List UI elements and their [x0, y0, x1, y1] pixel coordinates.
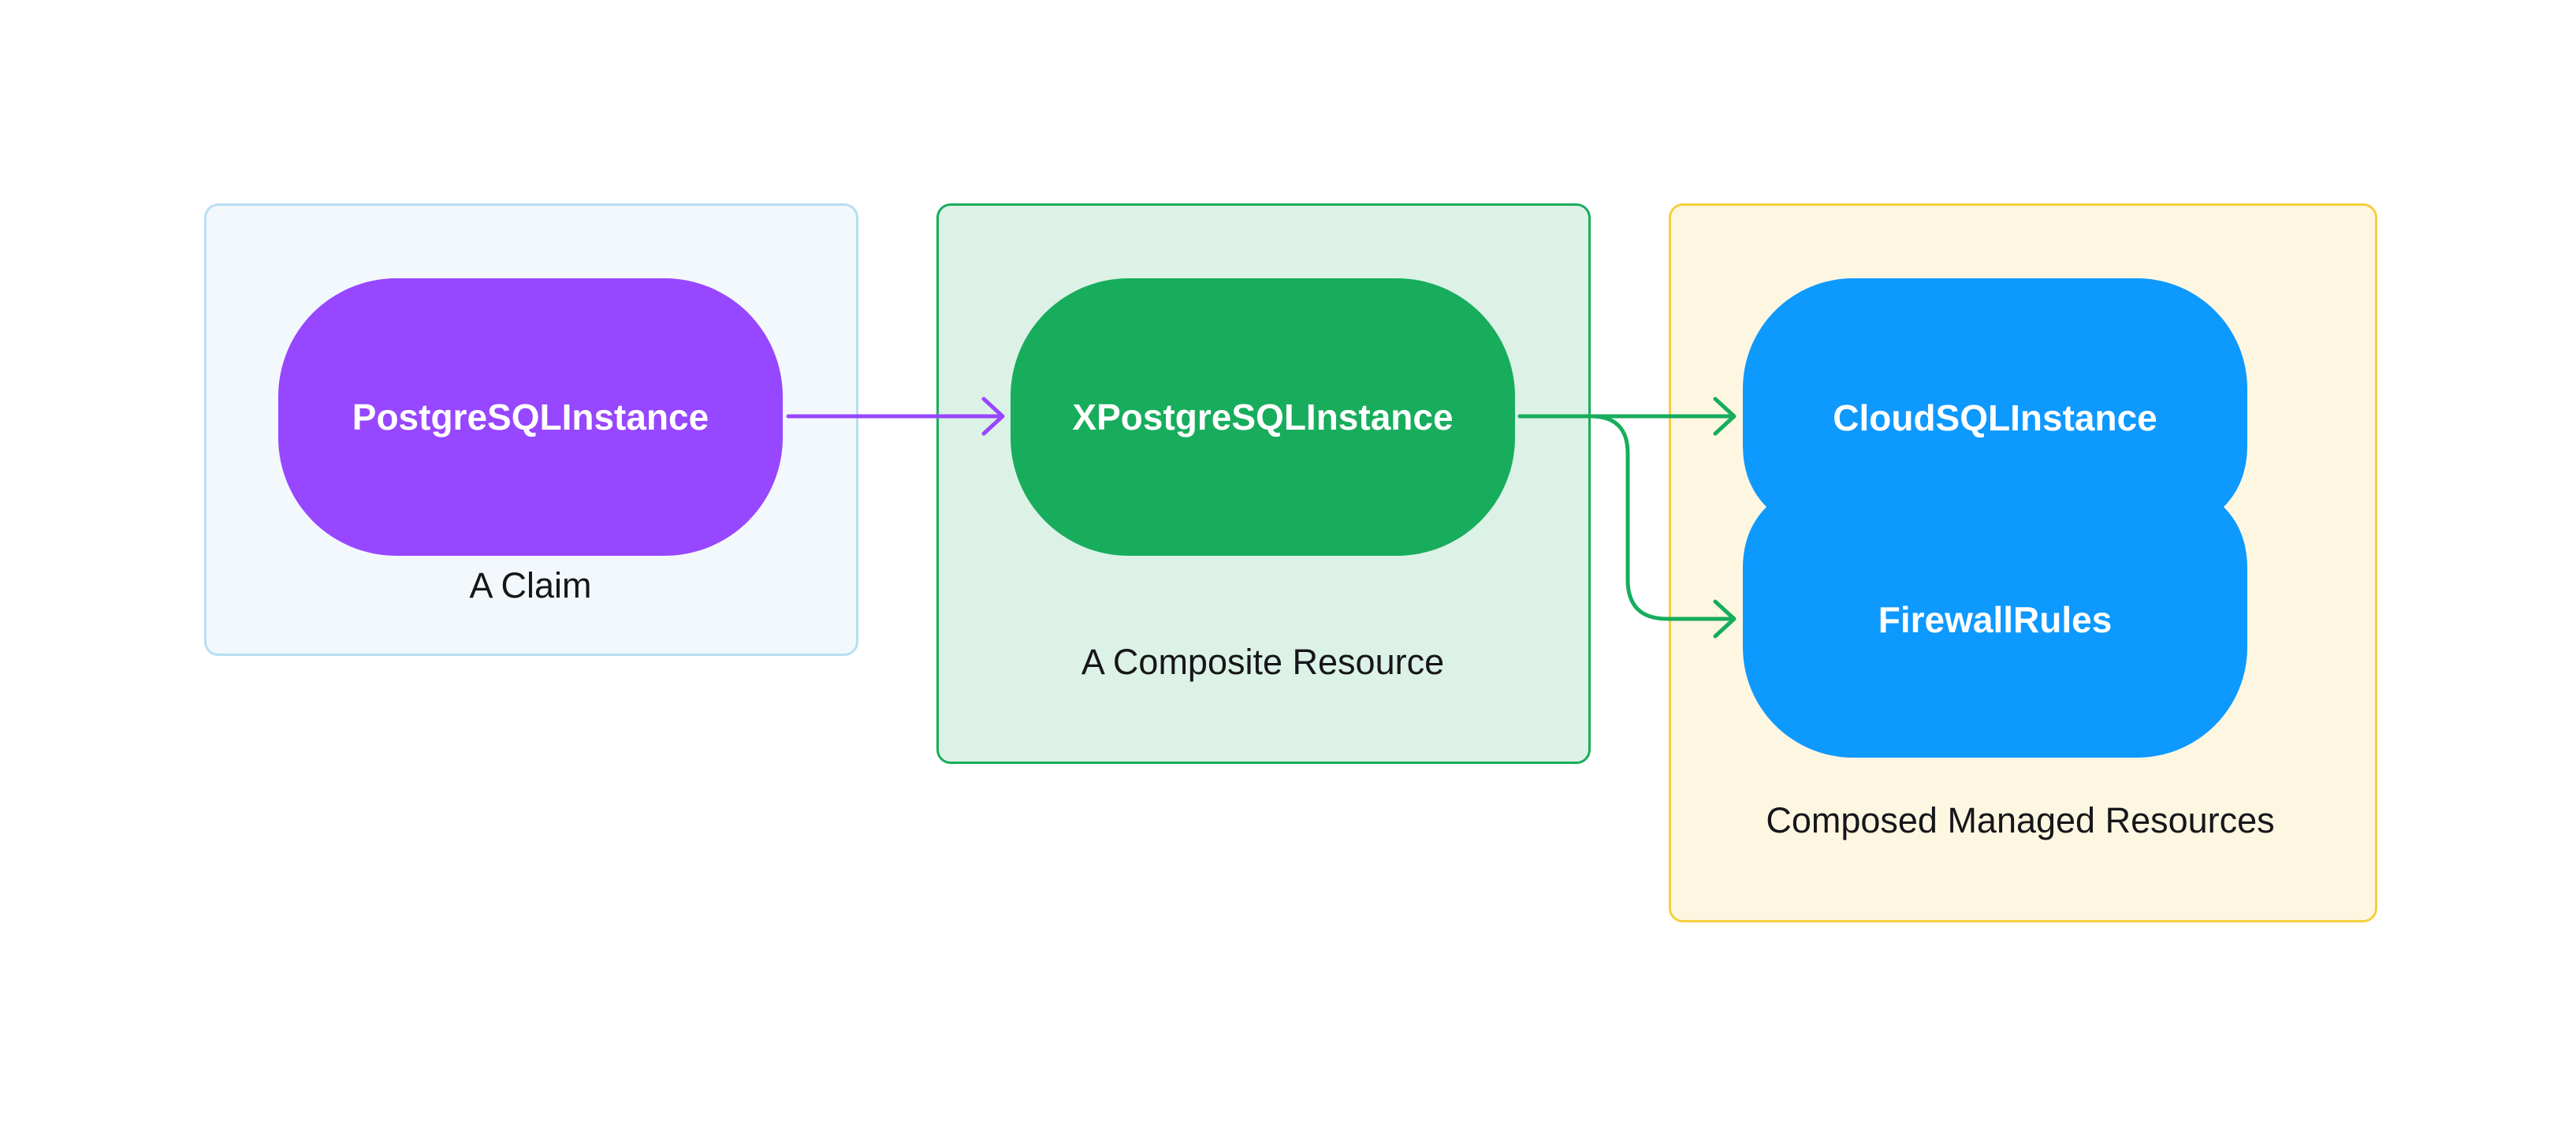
composite-group-label: A Composite Resource [1081, 642, 1445, 682]
claim-node-label: PostgreSQLInstance [352, 397, 709, 438]
claim-node: PostgreSQLInstance [278, 278, 783, 556]
managed-group-label: Composed Managed Resources [1766, 800, 2275, 840]
composite-node-label: XPostgreSQLInstance [1072, 397, 1454, 438]
cloudsql-firewall-blob [1743, 278, 2247, 758]
managed-resources-shape [1743, 278, 2247, 758]
composite-node: XPostgreSQLInstance [1011, 278, 1515, 556]
firewall-node-label: FirewallRules [1878, 599, 2113, 640]
claim-group-label: A Claim [469, 565, 592, 605]
cloudsql-node-label: CloudSQLInstance [1833, 397, 2157, 438]
